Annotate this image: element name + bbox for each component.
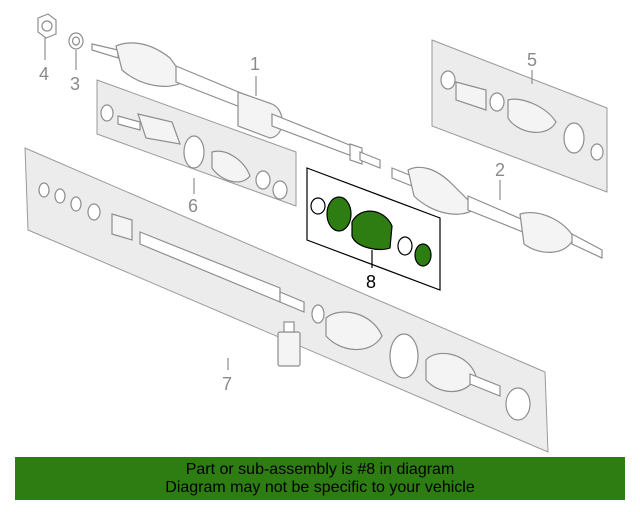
callout-5: 5 xyxy=(527,50,537,70)
banner-line-2: Diagram may not be specific to your vehi… xyxy=(165,479,475,496)
washer-part-3[interactable] xyxy=(68,32,84,50)
callout-8: 8 xyxy=(366,272,376,292)
callout-1: 1 xyxy=(250,54,260,74)
callout-2: 2 xyxy=(495,160,505,180)
banner-line-1: Part or sub-assembly is #8 in diagram xyxy=(185,461,455,478)
axle-shaft-part-1[interactable] xyxy=(91,42,381,169)
callout-6: 6 xyxy=(188,196,198,216)
parts-diagram: 1 2 3 4 5 6 7 8 xyxy=(24,13,608,453)
callout-3: 3 xyxy=(70,74,80,94)
callout-4: 4 xyxy=(39,64,49,84)
info-banner: Part or sub-assembly is #8 in diagram Di… xyxy=(15,457,625,500)
boot-kit-part-8[interactable] xyxy=(310,196,432,267)
axle-shaft-part-2[interactable] xyxy=(391,166,603,259)
nut-part-4[interactable] xyxy=(37,13,57,39)
callout-7: 7 xyxy=(222,374,232,394)
axle-assembly-part-7[interactable] xyxy=(38,182,531,421)
boot-kit-part-6[interactable] xyxy=(100,104,288,200)
boot-kit-part-5[interactable] xyxy=(440,70,604,161)
